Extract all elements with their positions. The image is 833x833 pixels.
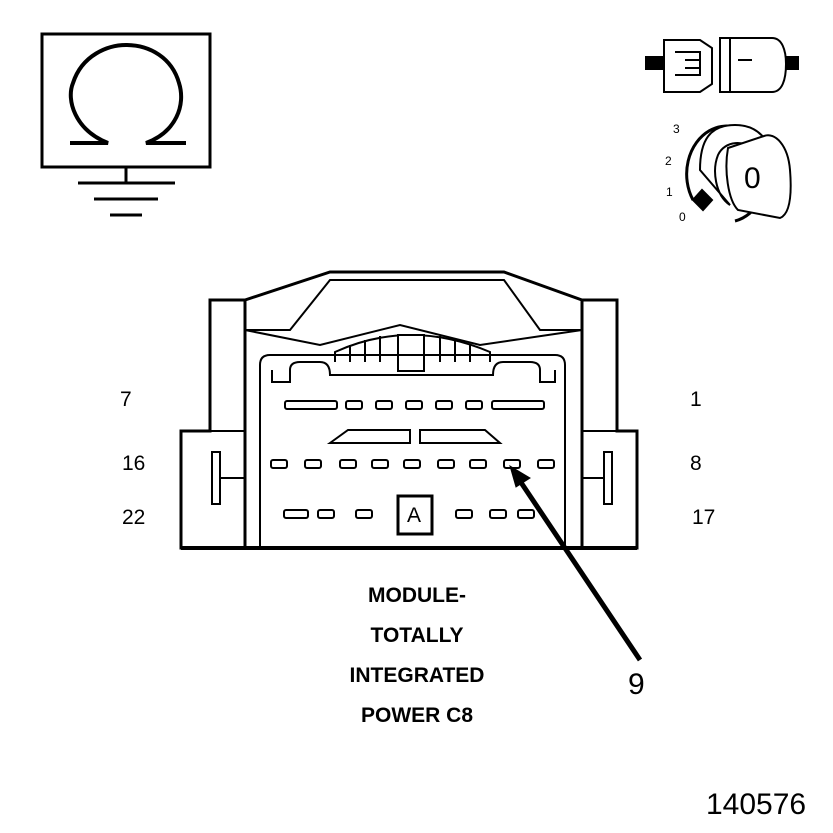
figure-number: 140576 [706, 788, 807, 821]
keying-features [326, 429, 503, 444]
cavity-row-3 [283, 494, 535, 536]
ignition-position-3: 3 [673, 122, 680, 136]
pin-label-8: 8 [690, 452, 702, 475]
ignition-position-1: 1 [666, 185, 673, 199]
ohm-ground-icon [40, 32, 212, 217]
pin-9-callout-arrow [509, 464, 643, 662]
caption-line-3: INTEGRATED [349, 664, 485, 687]
caption-line-2: TOTALLY [370, 624, 464, 647]
pin-label-16: 16 [122, 452, 146, 475]
ignition-key-icon [685, 123, 792, 223]
ignition-position-2: 2 [665, 154, 672, 168]
cavity-row-1 [284, 400, 545, 410]
ignition-position-0: 0 [679, 210, 686, 224]
pin-label-7: 7 [120, 388, 132, 411]
pin-label-22: 22 [122, 506, 146, 529]
pin-label-1: 1 [690, 388, 702, 411]
caption-line-4: POWER C8 [360, 704, 474, 727]
cavity-row-2 [270, 459, 555, 469]
ignition-key-label: 0 [744, 162, 761, 195]
callout-pin-label: 9 [628, 668, 645, 701]
cavity-a-mark: A [407, 504, 422, 527]
disconnected-connector-icon [645, 37, 799, 93]
caption-line-1: MODULE- [368, 584, 466, 607]
pin-label-17: 17 [692, 506, 716, 529]
